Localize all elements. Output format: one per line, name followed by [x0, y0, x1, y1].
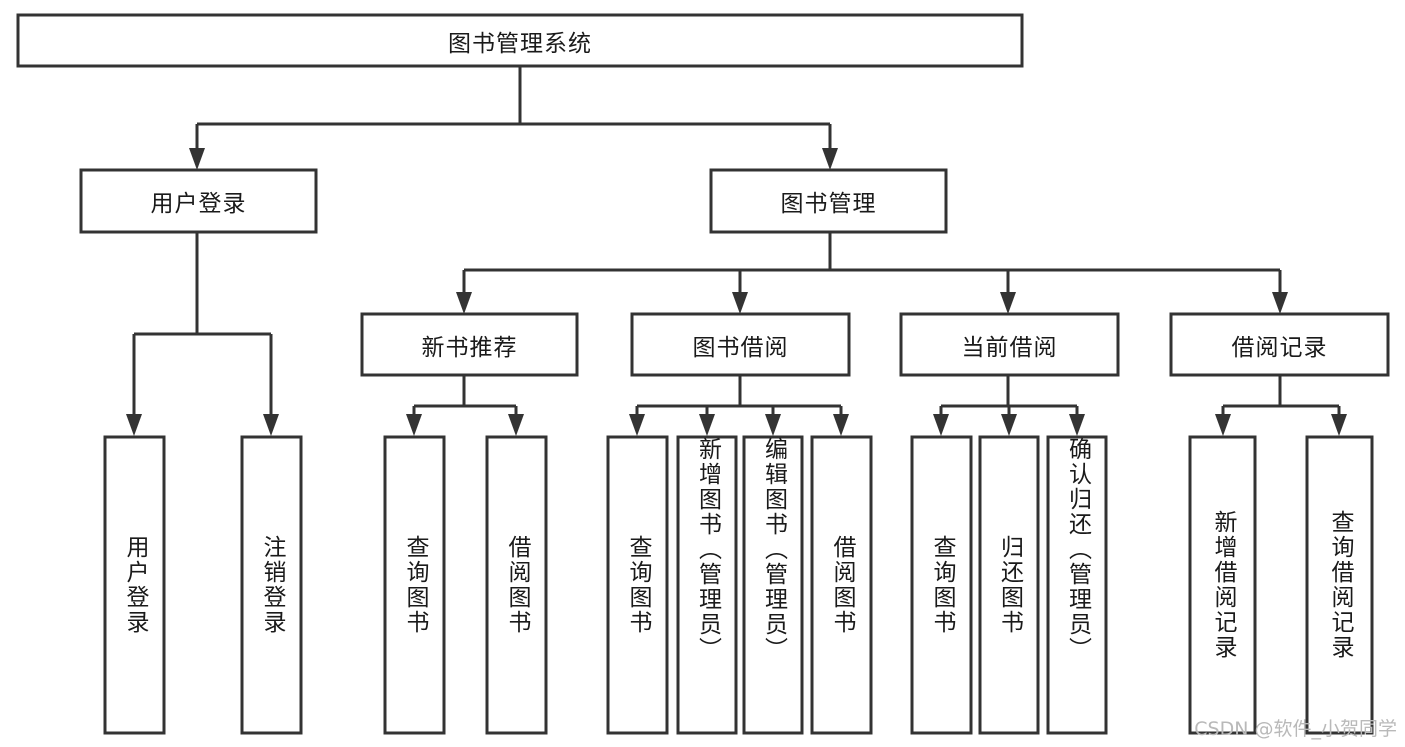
arrowhead-leaf-borrow-book-2 — [833, 414, 849, 436]
node-box-leaf-add-book[interactable] — [676, 435, 738, 735]
node-box-leaf-return-book[interactable] — [978, 435, 1040, 735]
arrowhead-borrow-record — [1272, 292, 1288, 314]
node-box-leaf-user-logout[interactable] — [240, 435, 303, 735]
arrowhead-leaf-add-book — [699, 414, 715, 436]
node-box-leaf-borrow-book-1[interactable] — [485, 435, 548, 735]
node-box-user-login[interactable] — [79, 168, 318, 234]
node-box-leaf-borrow-book-2[interactable] — [810, 435, 873, 735]
node-box-leaf-edit-book[interactable] — [742, 435, 804, 735]
node-box-leaf-query-book-2[interactable] — [606, 435, 669, 735]
node-box-book-management[interactable] — [709, 168, 948, 234]
connector-group-root — [189, 66, 838, 170]
arrowhead-book-management — [822, 148, 838, 170]
arrowhead-leaf-edit-book — [765, 414, 781, 436]
connector-group-user-login — [126, 232, 279, 436]
arrowhead-leaf-user-logout — [263, 414, 279, 436]
arrowhead-leaf-add-record — [1215, 414, 1231, 436]
arrowhead-current-borrow — [1000, 292, 1016, 314]
arrowhead-new-book-recommend — [456, 292, 472, 314]
node-box-current-borrow[interactable] — [899, 312, 1120, 377]
arrowhead-leaf-borrow-book-1 — [508, 414, 524, 436]
arrowhead-leaf-confirm-return — [1069, 414, 1085, 436]
node-box-leaf-add-record[interactable] — [1188, 435, 1257, 735]
arrowhead-user-login — [189, 148, 205, 170]
node-box-new-book-recommend[interactable] — [360, 312, 579, 377]
connector-group-book-borrow — [629, 375, 849, 436]
arrowhead-leaf-query-book-3 — [933, 414, 949, 436]
node-box-leaf-user-login[interactable] — [103, 435, 166, 735]
node-box-book-borrow[interactable] — [630, 312, 851, 377]
arrowhead-leaf-query-record — [1331, 414, 1347, 436]
arrowhead-leaf-query-book-1 — [406, 414, 422, 436]
node-box-leaf-query-book-3[interactable] — [910, 435, 973, 735]
node-box-borrow-record[interactable] — [1169, 312, 1390, 377]
connector-group-new-book-recommend — [406, 375, 524, 436]
connector-group-book-management — [456, 232, 1288, 314]
node-box-leaf-confirm-return[interactable] — [1046, 435, 1108, 735]
node-box-leaf-query-book-1[interactable] — [383, 435, 446, 735]
connector-group-borrow-record — [1215, 375, 1347, 436]
arrowhead-leaf-return-book — [1001, 414, 1017, 436]
connector-group-current-borrow — [933, 375, 1085, 436]
arrowhead-leaf-user-login — [126, 414, 142, 436]
node-box-leaf-query-record[interactable] — [1305, 435, 1374, 735]
arrowhead-leaf-query-book-2 — [629, 414, 645, 436]
arrowhead-book-borrow — [732, 292, 748, 314]
node-box-root[interactable] — [16, 13, 1024, 68]
